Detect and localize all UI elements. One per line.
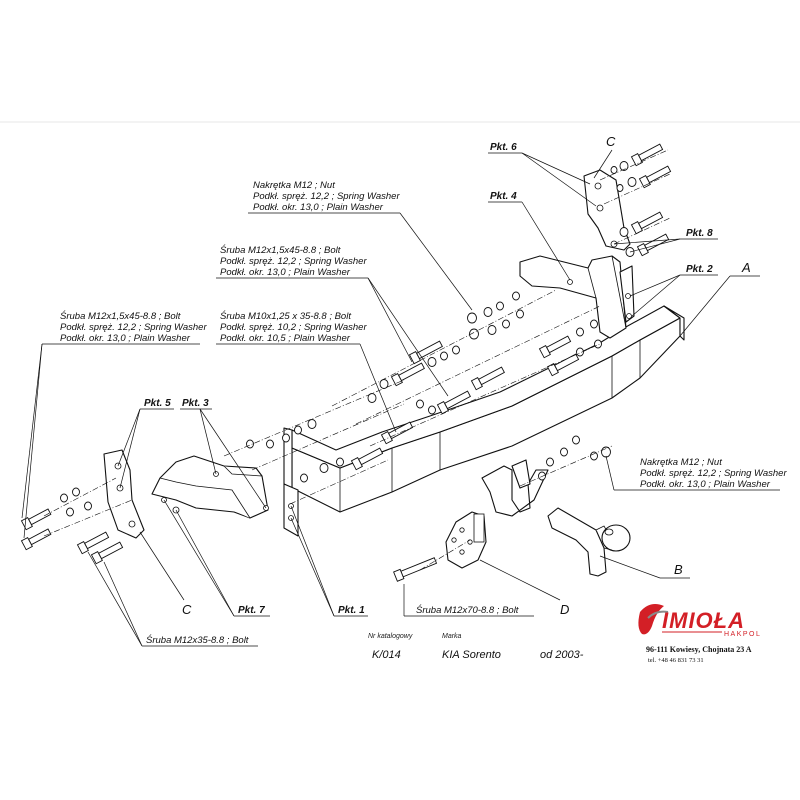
pkt-1-label: Pkt. 1 [338,605,365,616]
tow-ball-b [547,507,631,577]
pkt-4-label: Pkt. 4 [490,191,517,202]
callout-bolt-mid2: Śruba M10x1,25 x 35-8.8 ; Bolt Podkł. sp… [216,310,397,433]
assembly-axes [43,149,671,571]
logo-swoosh-icon [638,604,664,635]
callout-line: Śruba M12x35-8.8 ; Bolt [146,634,249,646]
callout-line: Podkł. spręż. 12,2 ; Spring Washer [220,256,367,267]
pkt-3-label: Pkt. 3 [182,398,209,409]
callout-line: Podkł. spręż. 12,2 ; Spring Washer [640,468,787,479]
callout-line: Podkł. okr. 13,0 ; Plain Washer [60,333,191,344]
letter-b: B [674,562,683,577]
callout-bolt-mid1: Śruba M12x1,5x45-8.8 ; Bolt Podkł. spręż… [216,244,449,397]
pkt-5-label: Pkt. 5 [144,398,171,409]
date-value: od 2003- [540,649,584,661]
callout-line: Podkł. okr. 13,0 ; Plain Washer [640,479,771,490]
footer-info: Nr katalogowy K/014 Marka KIA Sorento od… [368,633,584,661]
callout-line: Podkł. spręż. 10,2 ; Spring Washer [220,322,367,333]
callout-line: Śruba M10x1,25 x 35-8.8 ; Bolt [220,310,351,322]
company-name: IMIOŁA [662,608,745,633]
catalog-label: Nr katalogowy [368,633,413,640]
company-logo: IMIOŁA HAKPOL 96-111 Kowiesy, Chojnata 2… [638,604,761,664]
callout-line: Nakrętka M12 ; Nut [640,457,722,468]
right-side-bracket [519,255,635,339]
company-sub: HAKPOL [724,631,761,638]
pkt-7-label: Pkt. 7 [238,605,265,616]
left-plate-c [103,449,145,539]
callout-line: Śruba M12x1,5x45-8.8 ; Bolt [60,310,181,322]
letter-a: A [741,260,751,275]
part-letters: C A B C D [139,134,760,617]
callout-line: Podkł. okr. 13,0 ; Plain Washer [220,267,351,278]
company-address: 96-111 Kowiesy, Chojnata 23 A [646,645,752,654]
callout-line: Podkł. okr. 10,5 ; Plain Washer [220,333,351,344]
letter-d: D [560,602,569,617]
pkt-6-label: Pkt. 6 [490,142,517,153]
right-upper-plate-c [583,169,631,251]
callout-line: Podkł. spręż. 12,2 ; Spring Washer [253,191,400,202]
pkt-8-label: Pkt. 8 [686,228,713,239]
brand-value: KIA Sorento [442,649,501,661]
callout-line: Podkł. okr. 13,0 ; Plain Washer [253,202,384,213]
fasteners [20,143,672,582]
point-labels: Pkt. 6 Pkt. 4 Pkt. 8 Pkt. 2 Pkt. 5 Pkt. … [117,142,718,617]
letter-c-bottom: C [182,602,192,617]
left-side-bracket [151,455,299,537]
callout-bolt-c: Śruba M12x35-8.8 ; Bolt [87,551,258,647]
callout-bolt-d: Śruba M12x70-8.8 ; Bolt [403,584,534,617]
pkt-2-label: Pkt. 2 [686,264,713,275]
hitch-mount-d [445,459,549,569]
callout-nut-top: Nakrętka M12 ; Nut Podkł. spręż. 12,2 ; … [248,180,473,311]
catalog-value: K/014 [372,649,401,661]
callout-nut-right: Nakrętka M12 ; Nut Podkł. spręż. 12,2 ; … [605,455,787,491]
callout-line: Podkł. spręż. 12,2 ; Spring Washer [60,322,207,333]
letter-c-top: C [606,134,616,149]
callout-line: Nakrętka M12 ; Nut [253,180,335,191]
brand-label: Marka [442,633,462,640]
callout-bolt-left: Śruba M12x1,5x45-8.8 ; Bolt Podkł. spręż… [21,310,207,539]
company-tel: tel. +48 46 831 73 31 [648,657,704,664]
callout-line: Śruba M12x70-8.8 ; Bolt [416,604,519,616]
callout-line: Śruba M12x1,5x45-8.8 ; Bolt [220,244,341,256]
